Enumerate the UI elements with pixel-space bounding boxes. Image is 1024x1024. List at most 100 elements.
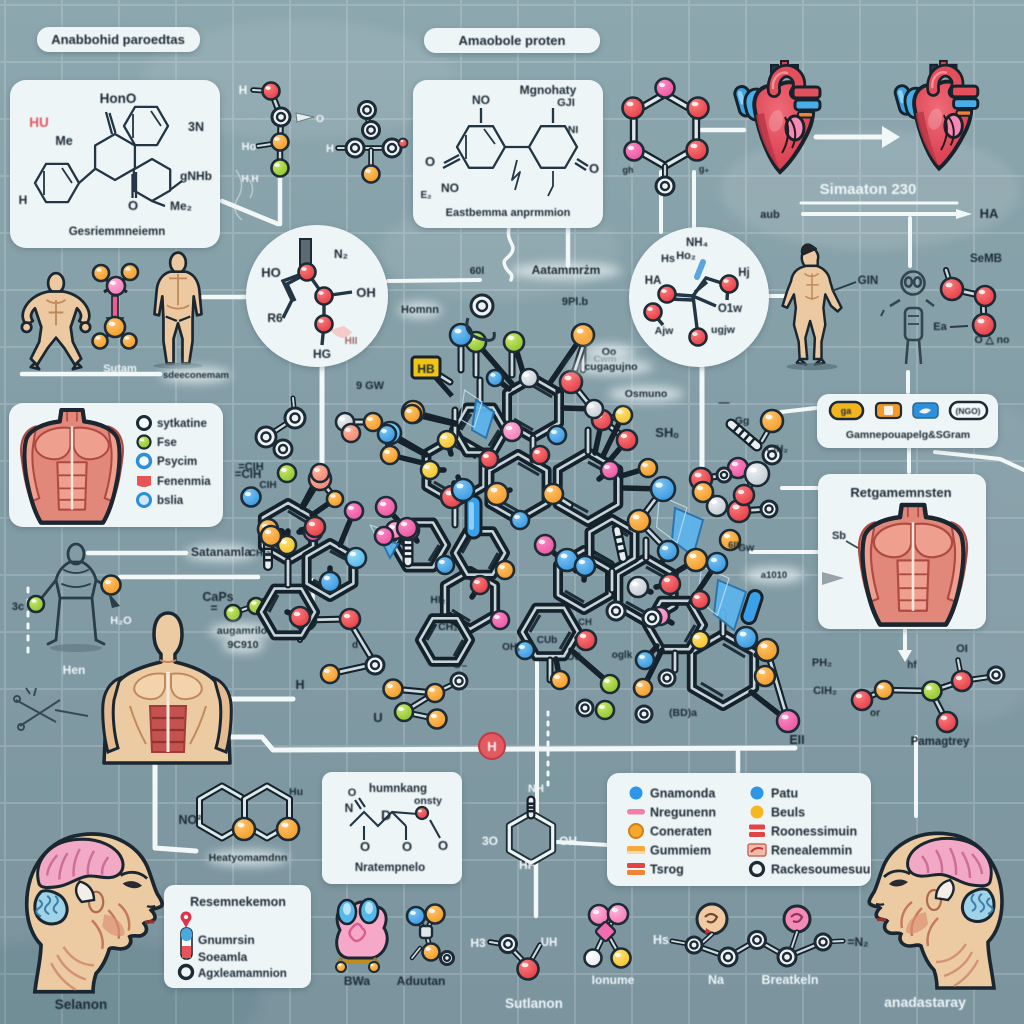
svg-text:HA: HA	[980, 206, 999, 221]
svg-text:Agxleamamnion: Agxleamamnion	[198, 968, 287, 980]
svg-text:HG: HG	[313, 347, 331, 361]
svg-text:HonO: HonO	[100, 91, 137, 106]
svg-text:N₂: N₂	[334, 247, 348, 261]
svg-text:sdeeconemam: sdeeconemam	[163, 370, 229, 381]
svg-text:H: H	[19, 193, 28, 207]
svg-text:augamrilo: augamrilo	[217, 625, 267, 637]
svg-text:R6: R6	[267, 311, 283, 325]
svg-text:3N: 3N	[188, 120, 204, 134]
svg-text:GJI: GJI	[557, 97, 575, 109]
svg-text:oglk: oglk	[612, 650, 633, 661]
svg-text:Tsrog: Tsrog	[650, 863, 684, 877]
svg-text:Simaaton 230: Simaaton 230	[820, 181, 917, 198]
svg-text:D: D	[381, 807, 391, 823]
svg-text:CaPs: CaPs	[202, 590, 233, 604]
svg-text:Psycim: Psycim	[157, 456, 197, 468]
svg-text:or: or	[870, 708, 880, 719]
svg-text:9C910: 9C910	[228, 639, 259, 651]
svg-text:SHₒ: SHₒ	[655, 425, 679, 440]
svg-text:Na: Na	[708, 973, 725, 987]
svg-text:HI₂: HI₂	[430, 594, 446, 606]
svg-text:cugagujno: cugagujno	[584, 361, 637, 373]
svg-text:O1w: O1w	[718, 303, 742, 315]
svg-text:Beuls: Beuls	[771, 806, 805, 820]
svg-text:onsty: onsty	[414, 795, 442, 807]
svg-text:9 GW: 9 GW	[356, 380, 385, 392]
svg-text:Breatkeln: Breatkeln	[762, 973, 819, 987]
svg-text:HB: HB	[417, 362, 435, 376]
svg-text:3O: 3O	[482, 834, 498, 848]
svg-text:aub: aub	[760, 209, 780, 221]
svg-text:Ionume: Ionume	[592, 973, 635, 987]
svg-text:H3: H3	[470, 936, 486, 950]
svg-text:(NGO): (NGO)	[955, 406, 980, 416]
svg-text:H: H	[487, 739, 496, 754]
svg-text:Me₂: Me₂	[170, 199, 192, 213]
svg-text:g₊: g₊	[699, 164, 709, 174]
svg-text:HA: HA	[645, 275, 662, 287]
svg-text:Sutam: Sutam	[103, 363, 137, 375]
svg-text:Sutlanon: Sutlanon	[505, 996, 563, 1011]
svg-text:Me: Me	[55, 134, 72, 148]
svg-text:Oo: Oo	[602, 346, 617, 358]
svg-text:BWa: BWa	[344, 974, 371, 988]
svg-text:OH: OH	[559, 834, 577, 848]
svg-text:Amaobole proten: Amaobole proten	[459, 33, 566, 48]
svg-text:gh: gh	[623, 165, 634, 175]
svg-text:anadastaray: anadastaray	[884, 994, 966, 1010]
svg-text:=CIH: =CIH	[235, 469, 262, 481]
svg-text:Gamnepouapelg&SGram: Gamnepouapelg&SGram	[846, 429, 970, 441]
svg-text:OI: OI	[956, 643, 968, 655]
svg-text:Heatyomamdnn: Heatyomamdnn	[209, 852, 288, 864]
svg-text:Sb: Sb	[832, 530, 846, 542]
svg-text:hf: hf	[907, 660, 917, 671]
svg-text:=: =	[210, 601, 217, 615]
svg-text:=CIH: =CIH	[238, 461, 263, 473]
svg-text:gNHb: gNHb	[180, 169, 212, 183]
svg-text:Fenenmia: Fenenmia	[157, 476, 211, 488]
svg-text:Resemnekemon: Resemnekemon	[190, 895, 286, 909]
svg-text:9Pl.b: 9Pl.b	[562, 296, 589, 308]
svg-text:Coneraten: Coneraten	[650, 825, 712, 839]
svg-text:Mgnohaty: Mgnohaty	[520, 83, 577, 97]
svg-text:60l: 60l	[470, 265, 485, 277]
svg-text:O △ no: O △ no	[975, 334, 1010, 346]
svg-text:Gnamonda: Gnamonda	[650, 787, 716, 801]
svg-text:Ajw: Ajw	[655, 325, 675, 337]
svg-text:O: O	[316, 113, 324, 125]
svg-text:NI: NI	[568, 124, 579, 136]
svg-text:Gw: Gw	[738, 542, 755, 554]
svg-text:CIH₂: CIH₂	[813, 685, 837, 697]
svg-text:NH₄: NH₄	[686, 237, 708, 249]
svg-text:Renealemmin: Renealemmin	[771, 844, 852, 858]
svg-text:Ho₂: Ho₂	[676, 250, 696, 262]
svg-text:GIN: GIN	[858, 275, 878, 287]
svg-text:Pamagtrey: Pamagtrey	[911, 736, 970, 748]
svg-text:Roonessimuin: Roonessimuin	[771, 825, 857, 839]
svg-text:O: O	[402, 839, 412, 854]
svg-text:Soeamla: Soeamla	[198, 950, 248, 964]
svg-text:Nregunenn: Nregunenn	[650, 806, 716, 820]
svg-text:NO: NO	[441, 181, 459, 195]
svg-text:O: O	[425, 154, 435, 169]
svg-text:Hs: Hs	[653, 933, 669, 947]
svg-text:Retgamemnsten: Retgamemnsten	[850, 485, 951, 500]
svg-text:O: O	[360, 839, 370, 854]
svg-text:CIH: CIH	[259, 480, 276, 491]
svg-text:HF: HF	[519, 858, 535, 872]
svg-text:Patu: Patu	[771, 787, 798, 801]
svg-text:Nratempnelo: Nratempnelo	[355, 862, 425, 874]
svg-text:EII: EII	[789, 733, 804, 747]
svg-text:Ho: Ho	[242, 141, 257, 153]
svg-text:Osmuno: Osmuno	[625, 388, 668, 400]
svg-text:OH,: OH,	[502, 642, 520, 653]
svg-text:CUb: CUb	[537, 635, 558, 646]
svg-text:U: U	[373, 710, 382, 725]
svg-text:HO: HO	[261, 265, 281, 280]
svg-text:ga: ga	[841, 406, 852, 416]
svg-text:NH: NH	[528, 783, 544, 795]
svg-text:OH: OH	[356, 285, 376, 300]
svg-text:CH₂: CH₂	[438, 621, 458, 633]
svg-text:H: H	[239, 83, 248, 97]
svg-text:H: H	[295, 678, 304, 692]
